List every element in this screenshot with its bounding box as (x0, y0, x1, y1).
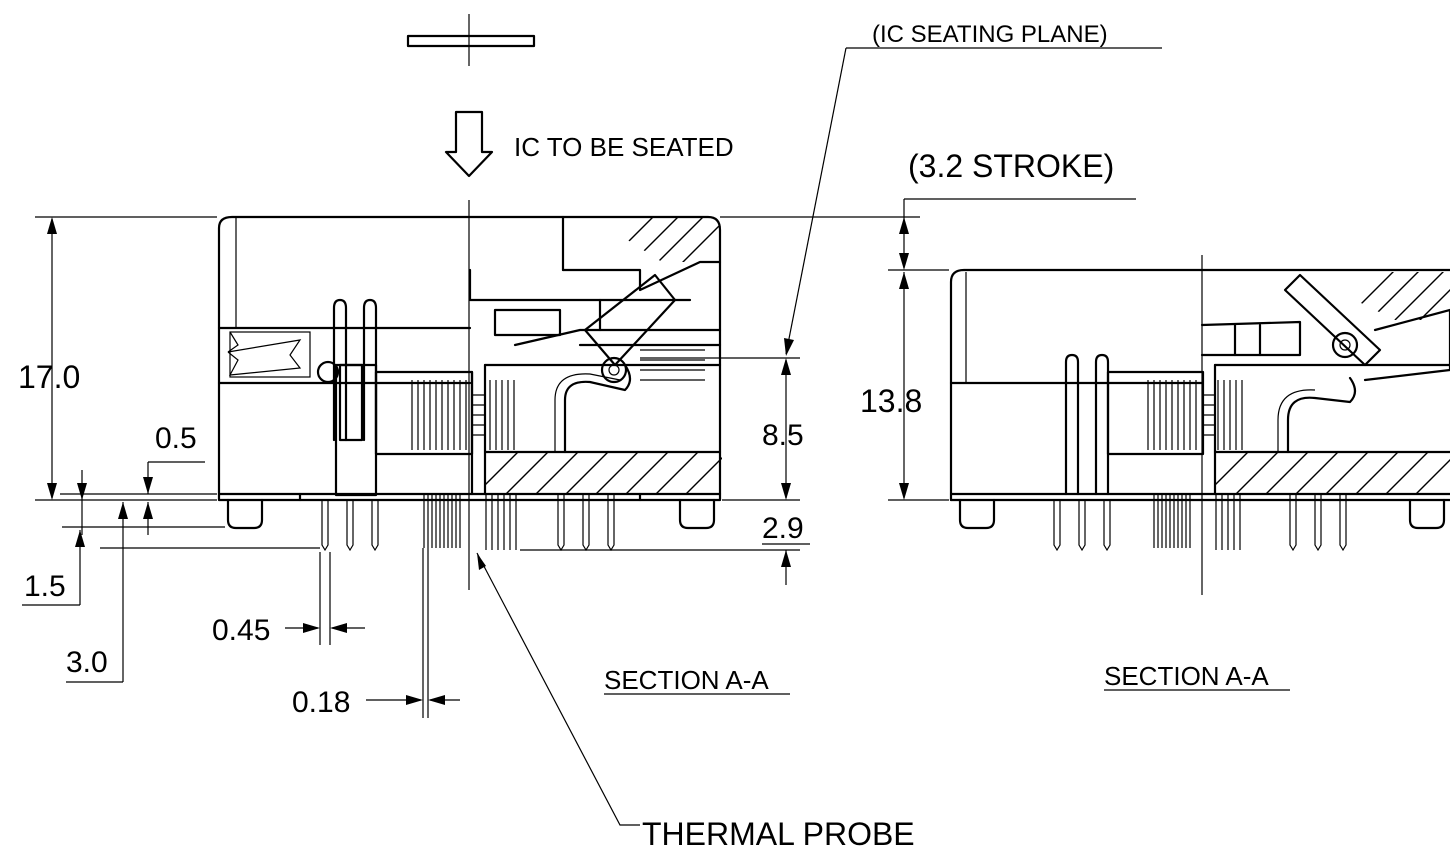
socket-body-closed (949, 268, 1450, 530)
seating-arrow-icon (444, 110, 494, 178)
thermal-probe-label: THERMAL PROBE (642, 816, 915, 850)
dim-pin-length-long: 3.0 (66, 646, 108, 679)
right-hatch-areas (1215, 272, 1450, 494)
dim-height-lid: 8.5 (762, 419, 804, 452)
thermal-probe (422, 548, 640, 826)
ic-to-be-seated-label: IC TO BE SEATED (514, 132, 734, 162)
dim-height-closed: 13.8 (860, 383, 922, 419)
dim-height-total: 17.0 (18, 359, 80, 395)
right-contact-array (1053, 380, 1347, 552)
stroke-label: (3.2 STROKE) (908, 148, 1114, 184)
section-left-label: SECTION A-A (604, 665, 769, 695)
left-contact-array (321, 380, 615, 552)
dimension-lines (22, 47, 1290, 705)
ic-symbol (406, 14, 536, 66)
ic-seating-plane-label: (IC SEATING PLANE) (872, 21, 1108, 48)
left-hatch-areas (486, 218, 722, 494)
dim-standoff: 0.5 (155, 422, 197, 455)
dim-pin-projection: 2.9 (762, 512, 804, 545)
section-right-label: SECTION A-A (1104, 661, 1269, 691)
dim-probe-width: 0.18 (292, 686, 350, 719)
dim-pin-width: 0.45 (212, 614, 270, 647)
dim-pin-length-short: 1.5 (24, 570, 66, 603)
